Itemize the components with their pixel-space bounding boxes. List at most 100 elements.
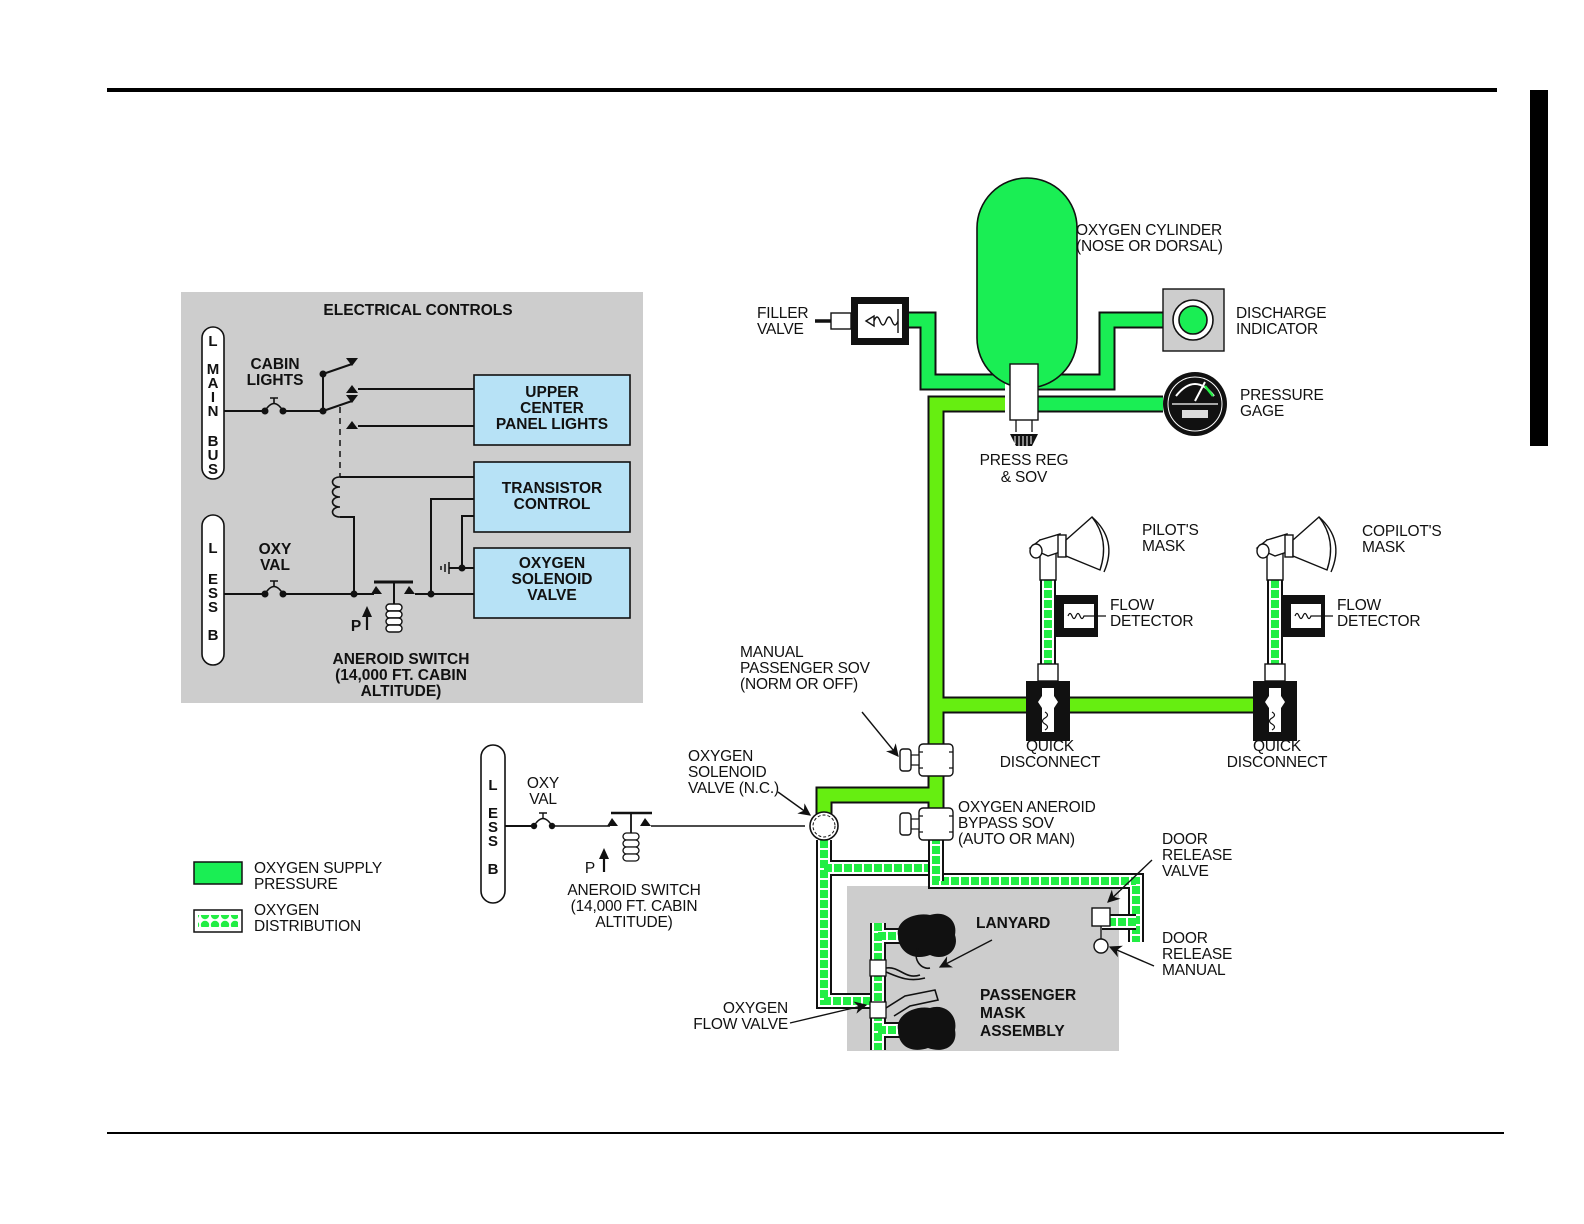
- bus-letter: S: [208, 585, 218, 602]
- oxy-val-label-2: VAL: [260, 557, 290, 574]
- lower-aneroid-label: ALTITUDE): [595, 914, 672, 931]
- lower-oxy-val-breaker-icon: [530, 812, 556, 830]
- bus-letter: M: [207, 361, 220, 378]
- bus-letter: N: [208, 403, 219, 420]
- bus-letter: B: [208, 627, 219, 644]
- bus-letter: I: [211, 389, 215, 406]
- label-flow-valve: OXYGEN: [723, 1000, 788, 1017]
- copilot-mask-icon: [1255, 515, 1337, 581]
- label-filler: FILLER: [757, 305, 808, 322]
- legend: OXYGEN SUPPLY PRESSURE OXYGEN DISTRIBUTI…: [193, 860, 382, 935]
- label-copilot-mask-2: MASK: [1362, 539, 1406, 556]
- bus-letter: S: [488, 819, 498, 836]
- label-manual-sov: MANUAL: [740, 644, 804, 661]
- cabin-lights-label: CABIN: [250, 356, 299, 373]
- legend-label: OXYGEN: [254, 902, 319, 919]
- label-bypass-sov-2: BYPASS SOV: [958, 815, 1055, 832]
- bus-letter: A: [208, 375, 219, 392]
- bus-letter: B: [488, 861, 499, 878]
- label-copilot-mask: COPILOT'S: [1362, 523, 1442, 540]
- component-labels: OXYGEN CYLINDER (NOSE OR DORSAL) FILLER …: [688, 222, 1442, 1040]
- door-release-manual-icon: [1093, 938, 1109, 954]
- label-lanyard: LANYARD: [976, 915, 1050, 932]
- aneroid-bypass-sov-icon: [899, 807, 954, 841]
- relay-coil-icon: [331, 476, 474, 594]
- label-passenger-mask-3: ASSEMBLY: [980, 1023, 1065, 1040]
- label-door-release-manual-2: RELEASE: [1162, 946, 1232, 963]
- leader-arrows: [777, 711, 1155, 1024]
- distribution-pipes: [816, 580, 1283, 1050]
- pilot-quick-disconnect-icon: [1026, 663, 1070, 741]
- bus-letter: S: [208, 599, 218, 616]
- label-door-release-valve-3: VALVE: [1162, 863, 1209, 880]
- side-tab: [1530, 90, 1548, 446]
- bus-letter: L: [208, 540, 217, 557]
- upper-center-panel-lights-box: [473, 374, 631, 446]
- box-label: VALVE: [527, 587, 576, 604]
- relay-contacts-icon: [319, 358, 474, 477]
- electrical-controls-title: ELECTRICAL CONTROLS: [323, 302, 512, 319]
- label-cylinder-2: (NOSE OR DORSAL): [1076, 238, 1223, 255]
- label-flow-detector-2: FLOW: [1337, 597, 1382, 614]
- label-solenoid-valve-2: SOLENOID: [688, 764, 767, 781]
- box-label: TRANSISTOR: [502, 480, 602, 497]
- lower-aneroid-label: ANEROID SWITCH: [567, 882, 700, 899]
- aneroid-label: (14,000 FT. CABIN: [335, 667, 467, 684]
- bus-letter: E: [488, 805, 498, 822]
- bottom-rule: [107, 1132, 1504, 1134]
- regulator-knob-icon: [1010, 420, 1038, 446]
- label-cylinder: OXYGEN CYLINDER: [1076, 222, 1222, 239]
- oxygen-solenoid-valve-box: [473, 547, 631, 619]
- label-manual-sov-3: (NORM OR OFF): [740, 676, 858, 693]
- oxygen-cylinder-icon: [976, 177, 1078, 389]
- lower-pressure-symbol: P: [585, 860, 595, 877]
- bus-letter: L: [208, 333, 217, 350]
- label-solenoid-valve: OXYGEN: [688, 748, 753, 765]
- lower-aneroid-label: (14,000 FT. CABIN: [571, 898, 698, 915]
- door-release-valve-icon: [1091, 907, 1111, 954]
- label-bypass-sov-3: (AUTO OR MAN): [958, 831, 1075, 848]
- label-passenger-mask: PASSENGER: [980, 987, 1076, 1004]
- box-label: CENTER: [520, 400, 584, 417]
- legend-swatch-supply: [193, 861, 243, 885]
- box-label: PANEL LIGHTS: [496, 416, 608, 433]
- bus-letter: B: [208, 433, 219, 450]
- label-manual-sov-2: PASSENGER SOV: [740, 660, 871, 677]
- label-bypass-sov: OXYGEN ANEROID: [958, 799, 1096, 816]
- label-gage-2: GAGE: [1240, 403, 1284, 420]
- filler-valve-icon: [815, 297, 909, 345]
- bus-letter: U: [208, 447, 219, 464]
- label-pilot-mask: PILOT'S: [1142, 522, 1199, 539]
- bus-letter: S: [208, 461, 218, 478]
- flow-valve-upper: [869, 959, 887, 977]
- label-quick-disconnect-2: QUICK: [1253, 738, 1302, 755]
- ess-bus-bar: [201, 514, 225, 666]
- label-filler-2: VALVE: [757, 321, 804, 338]
- cabin-lights-label-2: LIGHTS: [247, 372, 304, 389]
- box-label: OXYGEN: [519, 555, 585, 572]
- label-door-release-manual-3: MANUAL: [1162, 962, 1226, 979]
- bus-letter: S: [488, 833, 498, 850]
- box-label: SOLENOID: [512, 571, 593, 588]
- aneroid-label: ANEROID SWITCH: [333, 651, 470, 668]
- label-gage: PRESSURE: [1240, 387, 1324, 404]
- label-door-release-valve: DOOR: [1162, 831, 1208, 848]
- label-discharge: DISCHARGE: [1236, 305, 1326, 322]
- legend-label: PRESSURE: [254, 876, 338, 893]
- copilot-quick-disconnect-icon: [1253, 663, 1297, 741]
- legend-label: DISTRIBUTION: [254, 918, 361, 935]
- label-quick-disconnect-1: QUICK: [1026, 738, 1075, 755]
- label-quick-disconnect-1b: DISCONNECT: [1000, 754, 1101, 771]
- label-door-release-valve-2: RELEASE: [1162, 847, 1232, 864]
- label-flow-detector-1: FLOW: [1110, 597, 1155, 614]
- pilot-flow-detector-icon: [1056, 595, 1106, 637]
- lower-oxy-val-label: OXY: [527, 775, 559, 792]
- transistor-control-box: [473, 461, 631, 533]
- main-bus-bar: [201, 326, 225, 480]
- bus-letter: L: [488, 777, 497, 794]
